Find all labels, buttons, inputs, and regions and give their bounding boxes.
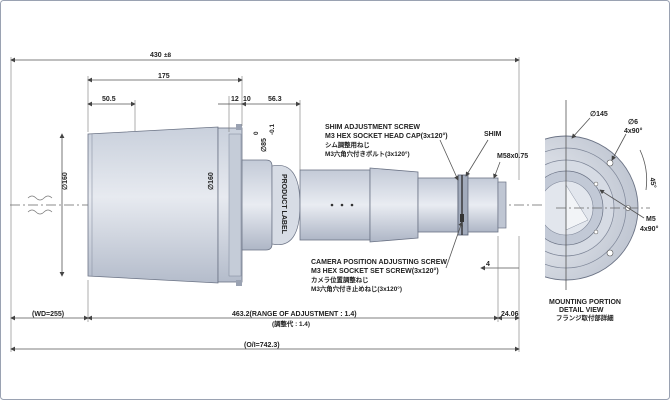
dim-phi160-flange: ∅160 — [207, 172, 215, 190]
dim-m58: M58x0.75 — [497, 153, 528, 160]
detail-title1: MOUNTING PORTION — [549, 299, 621, 306]
shim-adjustment-callout: SHIM ADJUSTMENT SCREW M3 HEX SOCKET HEAD… — [325, 124, 459, 181]
front-barrel — [87, 126, 219, 284]
bottom-dimensions: (WD=255) 463.2(RANGE OF ADJUSTMENT : 1.4… — [10, 207, 520, 352]
detail-phi6-qty: 4x90° — [624, 127, 643, 135]
dim-phi85-tol-bot: -0.1 — [269, 124, 276, 135]
break-mark — [27, 195, 53, 215]
shim-adjust-title: SHIM ADJUSTMENT SCREW — [325, 124, 420, 131]
detail-phi145: ∅145 — [590, 110, 608, 118]
shim-label: SHIM — [484, 131, 502, 138]
shim-ring — [457, 174, 469, 236]
tapped-hole — [593, 181, 599, 187]
tapped-hole — [593, 229, 599, 235]
detail-angle: 45° — [648, 177, 658, 189]
detail-phi6: ∅6 — [628, 118, 638, 126]
flange-bottom-tab — [236, 280, 242, 286]
detail-title-jp: フランジ取付部詳細 — [556, 313, 614, 322]
dim-adjustment-jp: (調整代 : 1.4) — [272, 319, 310, 328]
dim-24: 24.06 — [501, 311, 519, 318]
dim-adjustment: 463.2(RANGE OF ADJUSTMENT : 1.4) — [232, 311, 357, 318]
camera-screw — [460, 214, 464, 222]
top-dimensions: 430 ±8 175 50.5 12 10 56.3 ∅85 0 -0.1 — [10, 52, 520, 207]
main-tube — [299, 169, 371, 241]
bolt-hole — [606, 159, 614, 167]
product-label-text: PRODUCT LABEL — [280, 174, 287, 235]
camera-screw-jp2: M3六角穴付き止めねじ(3x120°) — [311, 284, 402, 293]
lens-body — [87, 124, 507, 286]
camera-mount — [467, 177, 499, 233]
dim-wd: (WD=255) — [32, 311, 64, 318]
dim-phi85: ∅85 — [260, 138, 268, 152]
camera-screw-jp1: カメラ位置調整ねじ — [311, 275, 369, 284]
dim-175: 175 — [158, 73, 170, 80]
lens-neck — [241, 159, 273, 251]
flange-inner-ring — [228, 133, 242, 277]
dim-overall-top-sub: ±8 — [164, 52, 172, 59]
screw-dot — [340, 203, 344, 207]
dim-56-3: 56.3 — [268, 96, 282, 103]
dim-phi85-tol-top: 0 — [253, 131, 260, 135]
detail-m5: M5 — [646, 216, 656, 223]
shim-adjust-spec: M3 HEX SOCKET HEAD CAP(3x120°) — [325, 132, 448, 140]
dim-phi160-front: ∅160 — [61, 172, 69, 190]
thread-end — [497, 181, 507, 229]
dim-4: 4 — [486, 261, 490, 268]
flange-top-tab — [236, 124, 242, 130]
detail-m5-qty: 4x90° — [640, 225, 659, 233]
screw-dot — [350, 203, 354, 207]
shim-adjust-jp2: M3六角穴付きボルト(3x120°) — [325, 149, 410, 158]
bolt-hole — [606, 249, 614, 257]
dim-overall-top: 430 — [150, 52, 162, 59]
dim-12: 12 — [231, 96, 239, 103]
detail-title2: DETAIL VIEW — [559, 307, 604, 314]
step-tube — [369, 167, 419, 243]
dim-50-5: 50.5 — [102, 96, 116, 103]
mounting-detail-view: ∅145 ∅6 4x90° 45° M5 4x90° MOUNTING PORT… — [545, 100, 659, 322]
screw-dot — [330, 203, 334, 207]
rear-tube — [417, 177, 459, 233]
shim-adjust-jp1: シム調整用ねじ — [325, 140, 370, 149]
camera-screw-callout: CAMERA POSITION ADJUSTING SCREW M3 HEX S… — [311, 221, 463, 293]
camera-screw-title: CAMERA POSITION ADJUSTING SCREW — [311, 259, 447, 266]
camera-screw-spec: M3 HEX SOCKET SET SCREW(3x120°) — [311, 267, 439, 275]
dim-overall-bottom: (O/I=742.3) — [244, 342, 280, 349]
dim-10: 10 — [243, 96, 251, 103]
